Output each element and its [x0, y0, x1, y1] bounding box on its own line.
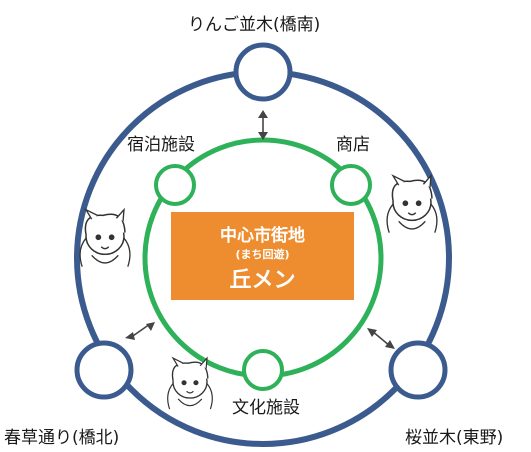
inner-label-upper-left: 宿泊施設	[127, 135, 195, 155]
inner-label-bottom: 文化施設	[232, 398, 300, 418]
mascot-character-icon	[167, 357, 213, 410]
center-subtitle: (まち回遊)	[235, 248, 290, 261]
arrow-right	[371, 330, 391, 347]
mascot-character-icon	[386, 174, 438, 234]
outer-node-bottom-right	[388, 340, 448, 400]
mascot-character-icon	[79, 208, 131, 268]
center-box: 中心市街地 (まち回遊) 丘メン	[171, 212, 354, 300]
inner-node-upper-left	[154, 164, 196, 206]
outer-label-bottom-right: 桜並木(東野)	[405, 428, 504, 448]
outer-node-top	[233, 42, 293, 102]
outer-label-bottom-left: 春草通り(橋北)	[4, 428, 120, 448]
center-brand: 丘メン	[229, 268, 296, 293]
outer-label-top: りんご並木(橋南)	[188, 15, 321, 35]
inner-node-bottom	[242, 349, 284, 391]
inner-label-upper-right: 商店	[336, 135, 370, 155]
outer-node-bottom-left	[74, 340, 134, 400]
inner-node-upper-right	[330, 164, 372, 206]
center-title: 中心市街地	[220, 226, 305, 246]
connector-arrows	[125, 110, 395, 349]
